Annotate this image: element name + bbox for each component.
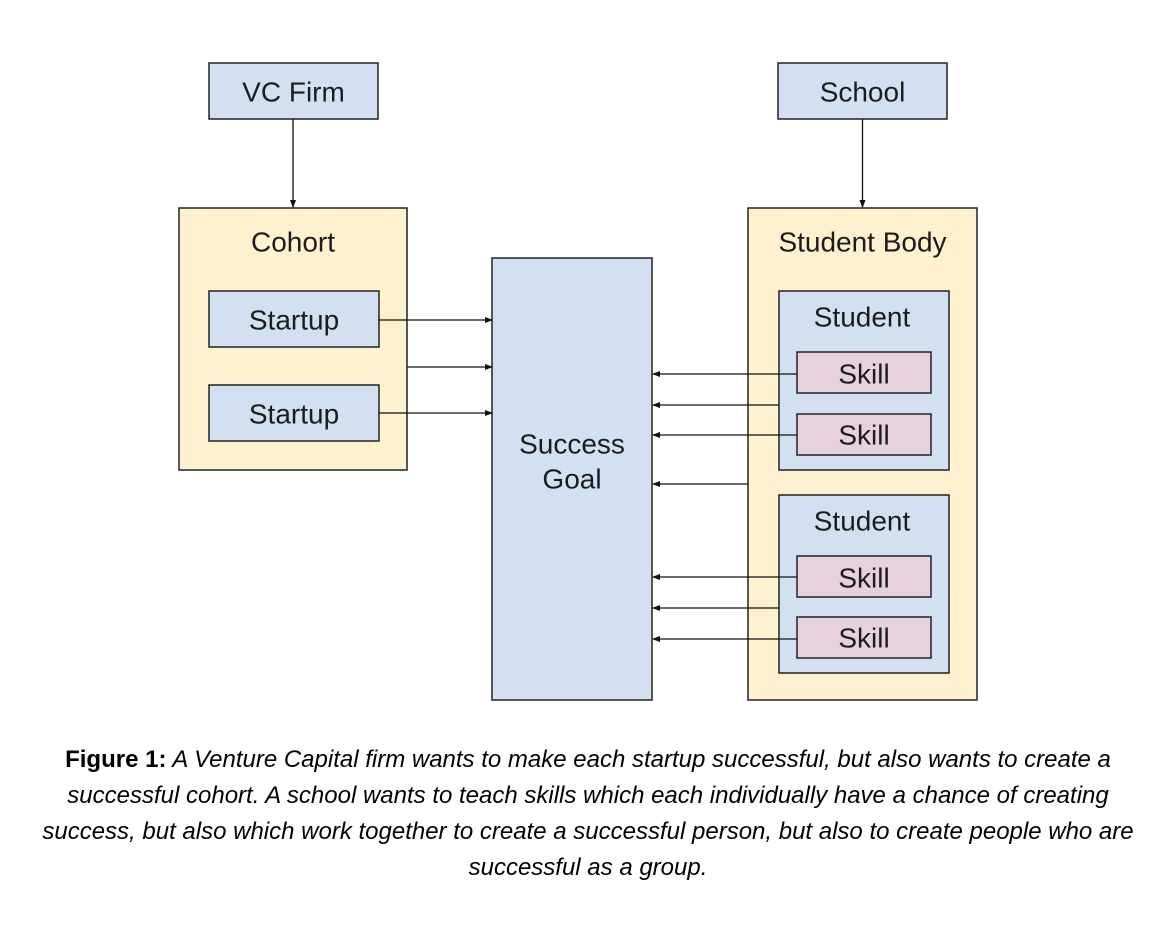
diagram: VC Firm School Cohort Startup Startup Su… bbox=[178, 62, 978, 701]
skill-node: Skill bbox=[796, 616, 932, 659]
skill-node: Skill bbox=[796, 413, 932, 456]
caption-text: A Venture Capital firm wants to make eac… bbox=[42, 746, 1134, 881]
vc-firm-label: VC Firm bbox=[242, 77, 345, 108]
vc-firm-node: VC Firm bbox=[208, 62, 379, 120]
student-label: Student bbox=[814, 302, 911, 333]
success-goal-label-line1: Success bbox=[519, 429, 625, 460]
startup-node: Startup bbox=[208, 290, 380, 348]
cohort-label: Cohort bbox=[251, 227, 335, 258]
figure-caption: Figure 1: A Venture Capital firm wants t… bbox=[20, 742, 1156, 886]
success-goal-node: Success Goal bbox=[491, 257, 653, 701]
caption-label: Figure 1: bbox=[65, 746, 167, 773]
startup-label: Startup bbox=[249, 305, 339, 336]
startup-node: Startup bbox=[208, 384, 380, 442]
skill-label: Skill bbox=[838, 420, 889, 451]
school-node: School bbox=[777, 62, 948, 120]
startup-label: Startup bbox=[249, 399, 339, 430]
skill-node: Skill bbox=[796, 555, 932, 598]
skill-label: Skill bbox=[838, 563, 889, 594]
success-goal-label-line2: Goal bbox=[542, 464, 601, 495]
student-label: Student bbox=[814, 506, 911, 537]
student-body-label: Student Body bbox=[778, 227, 946, 258]
skill-node: Skill bbox=[796, 351, 932, 394]
skill-label: Skill bbox=[838, 359, 889, 390]
skill-label: Skill bbox=[838, 623, 889, 654]
school-label: School bbox=[820, 77, 906, 108]
